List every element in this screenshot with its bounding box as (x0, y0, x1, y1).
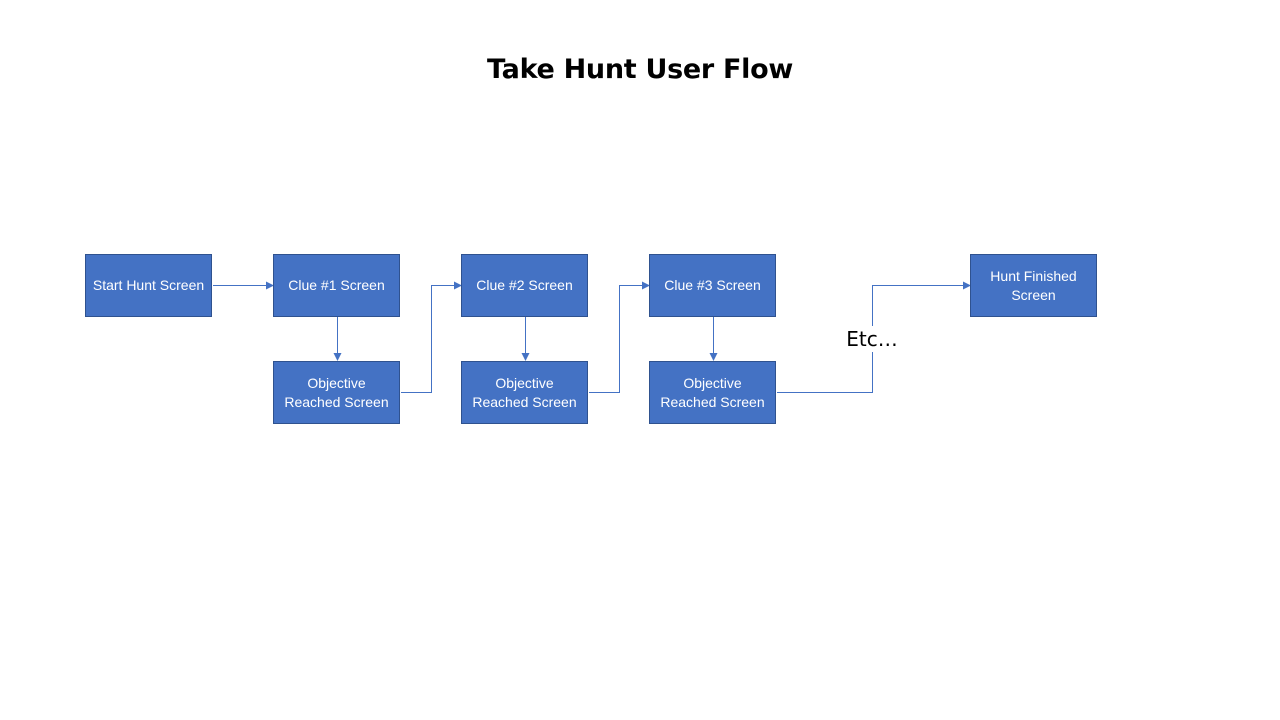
node-start-hunt-screen: Start Hunt Screen (85, 254, 212, 317)
node-clue-3-screen: Clue #3 Screen (649, 254, 776, 317)
node-clue-2-screen: Clue #2 Screen (461, 254, 588, 317)
node-objective-reached-3: Objective Reached Screen (649, 361, 776, 424)
edge-objective2-to-clue3 (589, 281, 650, 393)
node-hunt-finished-screen: Hunt Finished Screen (970, 254, 1097, 317)
node-objective-reached-1: Objective Reached Screen (273, 361, 400, 424)
etc-label: Etc… (836, 326, 908, 352)
edge-objective1-to-clue2 (401, 281, 462, 393)
diagram-title: Take Hunt User Flow (487, 54, 793, 85)
node-objective-reached-2: Objective Reached Screen (461, 361, 588, 424)
node-clue-1-screen: Clue #1 Screen (273, 254, 400, 317)
